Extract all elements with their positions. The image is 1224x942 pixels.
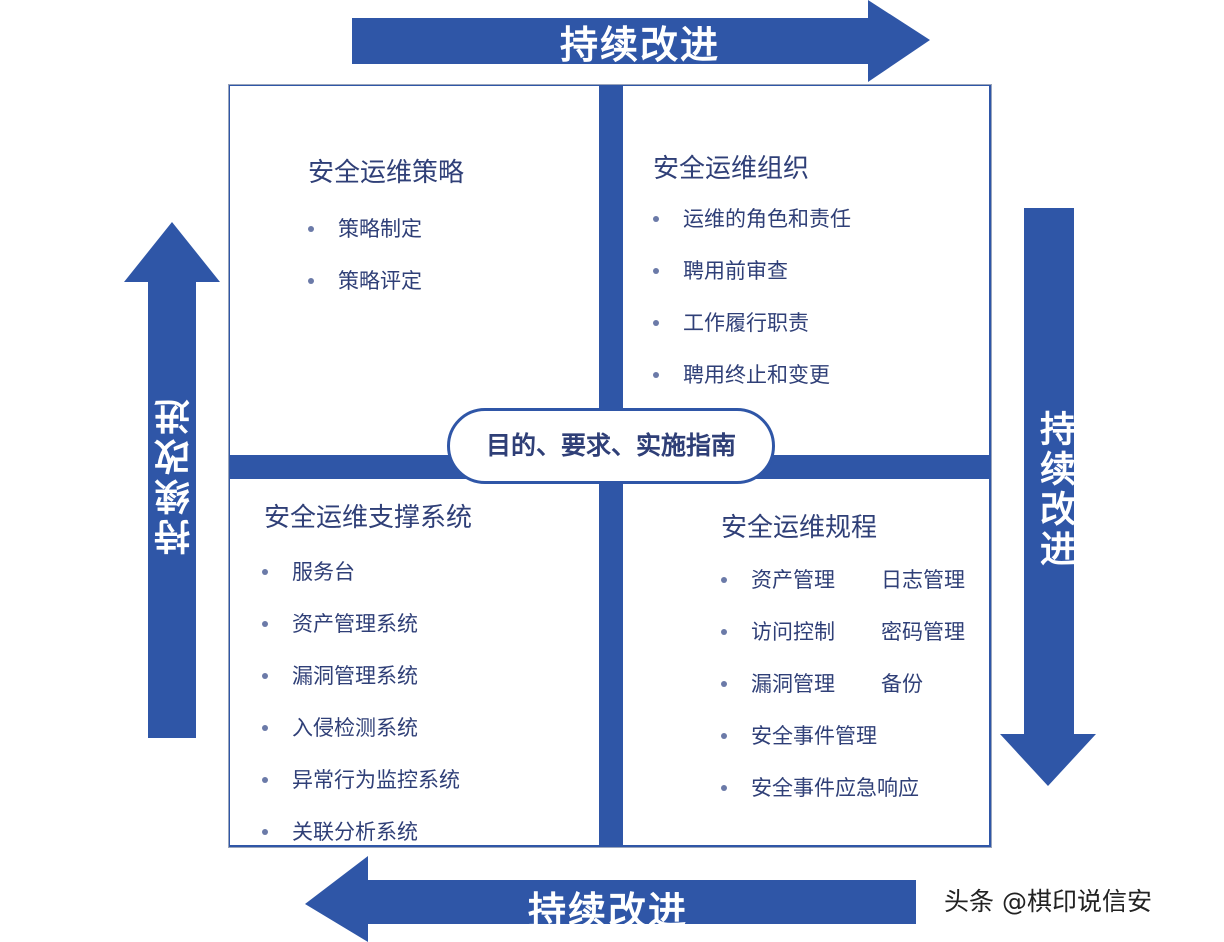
list-item: 关联分析系统 <box>262 817 460 869</box>
list-item: 策略制定 <box>308 214 422 266</box>
quadrant-grid: 安全运维策略 策略制定 策略评定 安全运维组织 运维的角色和责任 聘用前审查 工… <box>228 84 992 848</box>
quadrant-title: 安全运维组织 <box>653 154 810 184</box>
list-item: 安全事件应急响应 <box>721 773 919 825</box>
right-arrow <box>1000 208 1096 786</box>
list-item: 入侵检测系统 <box>262 713 460 765</box>
list-item: 资产管理 日志管理 <box>721 565 965 617</box>
quadrant-support-systems: 安全运维支撑系统 服务台 资产管理系统 漏洞管理系统 入侵检测系统 异常行为监控… <box>230 479 599 845</box>
item-text-secondary: 备份 <box>881 672 923 696</box>
item-text: 安全事件管理 <box>751 724 877 748</box>
quadrant-strategy: 安全运维策略 策略制定 策略评定 <box>230 86 599 455</box>
top-arrow <box>352 0 930 82</box>
list-item: 资产管理系统 <box>262 609 460 661</box>
list-item: 安全事件管理 <box>721 721 919 773</box>
list-item: 运维的角色和责任 <box>653 204 851 256</box>
left-arrow-label: 持续改进 <box>155 395 196 555</box>
item-text-secondary: 密码管理 <box>881 620 965 644</box>
bottom-arrow <box>305 856 916 942</box>
list-item: 访问控制 密码管理 <box>721 617 965 669</box>
item-list: 策略制定 策略评定 <box>308 214 422 318</box>
left-arrow <box>124 222 220 738</box>
item-list: 服务台 资产管理系统 漏洞管理系统 入侵检测系统 异常行为监控系统 关联分析系统 <box>262 557 460 869</box>
list-item: 异常行为监控系统 <box>262 765 460 817</box>
watermark-text: 头条 @棋印说信安 <box>944 887 1152 916</box>
right-arrow-label: 持续改进 <box>1034 410 1075 570</box>
item-text: 安全事件应急响应 <box>751 776 919 800</box>
top-arrow-label: 持续改进 <box>560 23 721 67</box>
quadrant-organization: 安全运维组织 运维的角色和责任 聘用前审查 工作履行职责 聘用终止和变更 <box>623 86 989 455</box>
list-item: 漏洞管理系统 <box>262 661 460 713</box>
item-text: 漏洞管理 <box>751 672 835 696</box>
list-item: 工作履行职责 <box>653 308 851 360</box>
quadrant-title: 安全运维支撑系统 <box>264 503 473 533</box>
list-item: 策略评定 <box>308 266 422 318</box>
item-list: 运维的角色和责任 聘用前审查 工作履行职责 聘用终止和变更 <box>653 204 851 412</box>
item-text-secondary: 日志管理 <box>881 568 965 592</box>
quadrant-procedures: 安全运维规程 资产管理 日志管理 访问控制 密码管理 漏洞管理 备份 安全事件管… <box>623 479 989 845</box>
quadrant-title: 安全运维策略 <box>308 158 465 188</box>
list-item: 聘用终止和变更 <box>653 360 851 412</box>
item-list: 资产管理 日志管理 访问控制 密码管理 漏洞管理 备份 安全事件管理 安全事件应… <box>721 565 965 825</box>
bottom-arrow-label: 持续改进 <box>528 889 689 933</box>
quadrant-title: 安全运维规程 <box>721 513 878 543</box>
list-item: 服务台 <box>262 557 460 609</box>
item-text: 访问控制 <box>751 620 835 644</box>
center-label: 目的、要求、实施指南 <box>447 408 775 484</box>
item-text: 资产管理 <box>751 568 835 592</box>
list-item: 聘用前审查 <box>653 256 851 308</box>
list-item: 漏洞管理 备份 <box>721 669 923 721</box>
